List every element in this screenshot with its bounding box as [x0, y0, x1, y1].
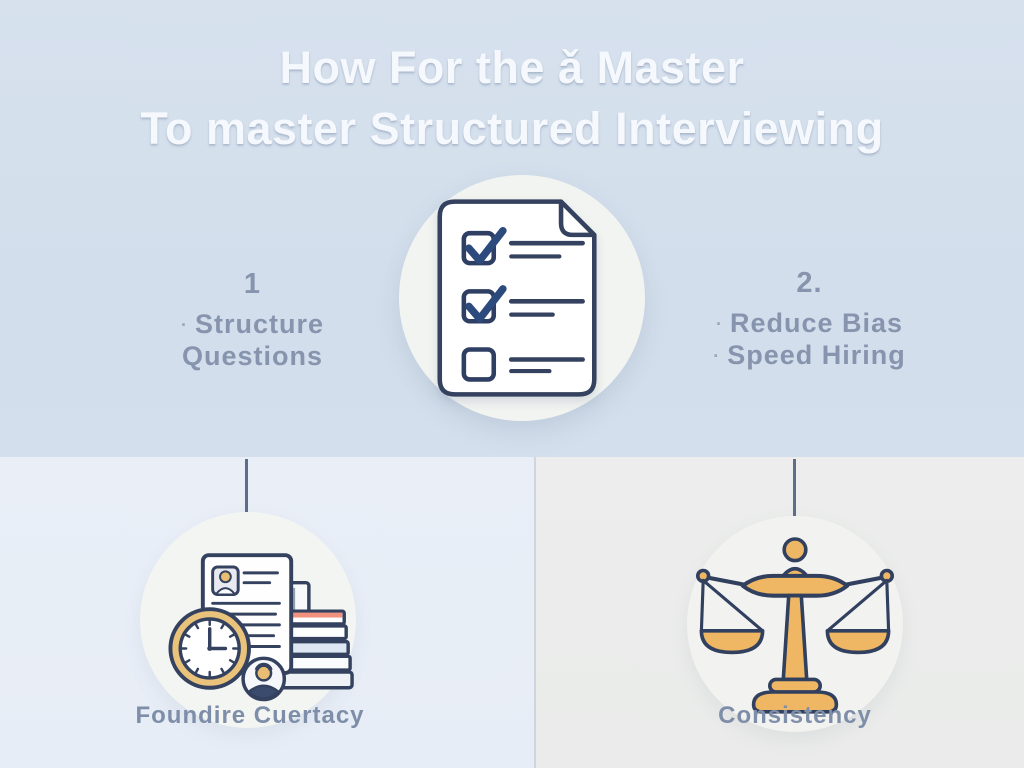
clock-hands	[207, 627, 228, 651]
clock-ticks	[180, 619, 239, 678]
pan-strings-left	[699, 578, 765, 632]
bullet-icon: ·	[713, 346, 721, 366]
title-line-1: How For the ǎ Master	[279, 42, 745, 93]
connector-line-left	[245, 459, 248, 512]
balance-scale-icon	[696, 536, 894, 714]
checkmark-2	[465, 285, 507, 323]
scale-pan-right	[825, 628, 891, 654]
checkbox-3	[461, 347, 497, 382]
feature-right-benefits: 2. ·Reduce Bias ·Speed Hiring	[662, 267, 957, 372]
book-accent	[289, 612, 343, 618]
scale-base-bottom	[751, 689, 839, 714]
title-line-2: To master Structured Interviewing	[140, 103, 884, 154]
connector-line-right	[793, 459, 796, 516]
checklist-document-icon	[437, 199, 597, 397]
pan-strings-right	[825, 578, 891, 632]
photo-shoulders	[215, 587, 236, 595]
book	[283, 624, 348, 641]
feature-left-line-2: Questions	[181, 341, 324, 371]
feature-right-number: 2.	[796, 267, 823, 299]
scale-pillar	[781, 593, 809, 681]
feature-right-line-2: ·Speed Hiring	[713, 340, 906, 370]
document-fold	[558, 201, 595, 238]
feature-left-number: 1	[243, 268, 262, 300]
bottom-left-label: Foundire Cuertacy	[135, 702, 365, 729]
scale-pan-left	[699, 628, 765, 654]
person-hair	[254, 662, 273, 671]
checkmark-1	[465, 226, 507, 265]
bottom-right-label: Consistency	[718, 702, 872, 729]
resume-clock-books-icon	[168, 553, 354, 702]
bullet-icon: ·	[715, 314, 723, 334]
bottom-right-circle	[687, 516, 903, 732]
scale-beam	[740, 573, 850, 598]
bottom-left-circle	[140, 512, 356, 728]
feature-left-line-1: ·Structure	[180, 309, 325, 339]
bullet-icon: ·	[180, 315, 188, 335]
scale-base-top	[768, 677, 822, 694]
person-shoulders	[247, 684, 281, 700]
feature-right-line-1: ·Reduce Bias	[715, 308, 904, 338]
feature-left-structure-questions: 1 ·Structure Questions	[110, 268, 395, 372]
photo-head	[219, 570, 232, 584]
vertical-divider	[534, 457, 536, 768]
scale-finial	[782, 536, 808, 562]
center-circle	[399, 175, 645, 421]
